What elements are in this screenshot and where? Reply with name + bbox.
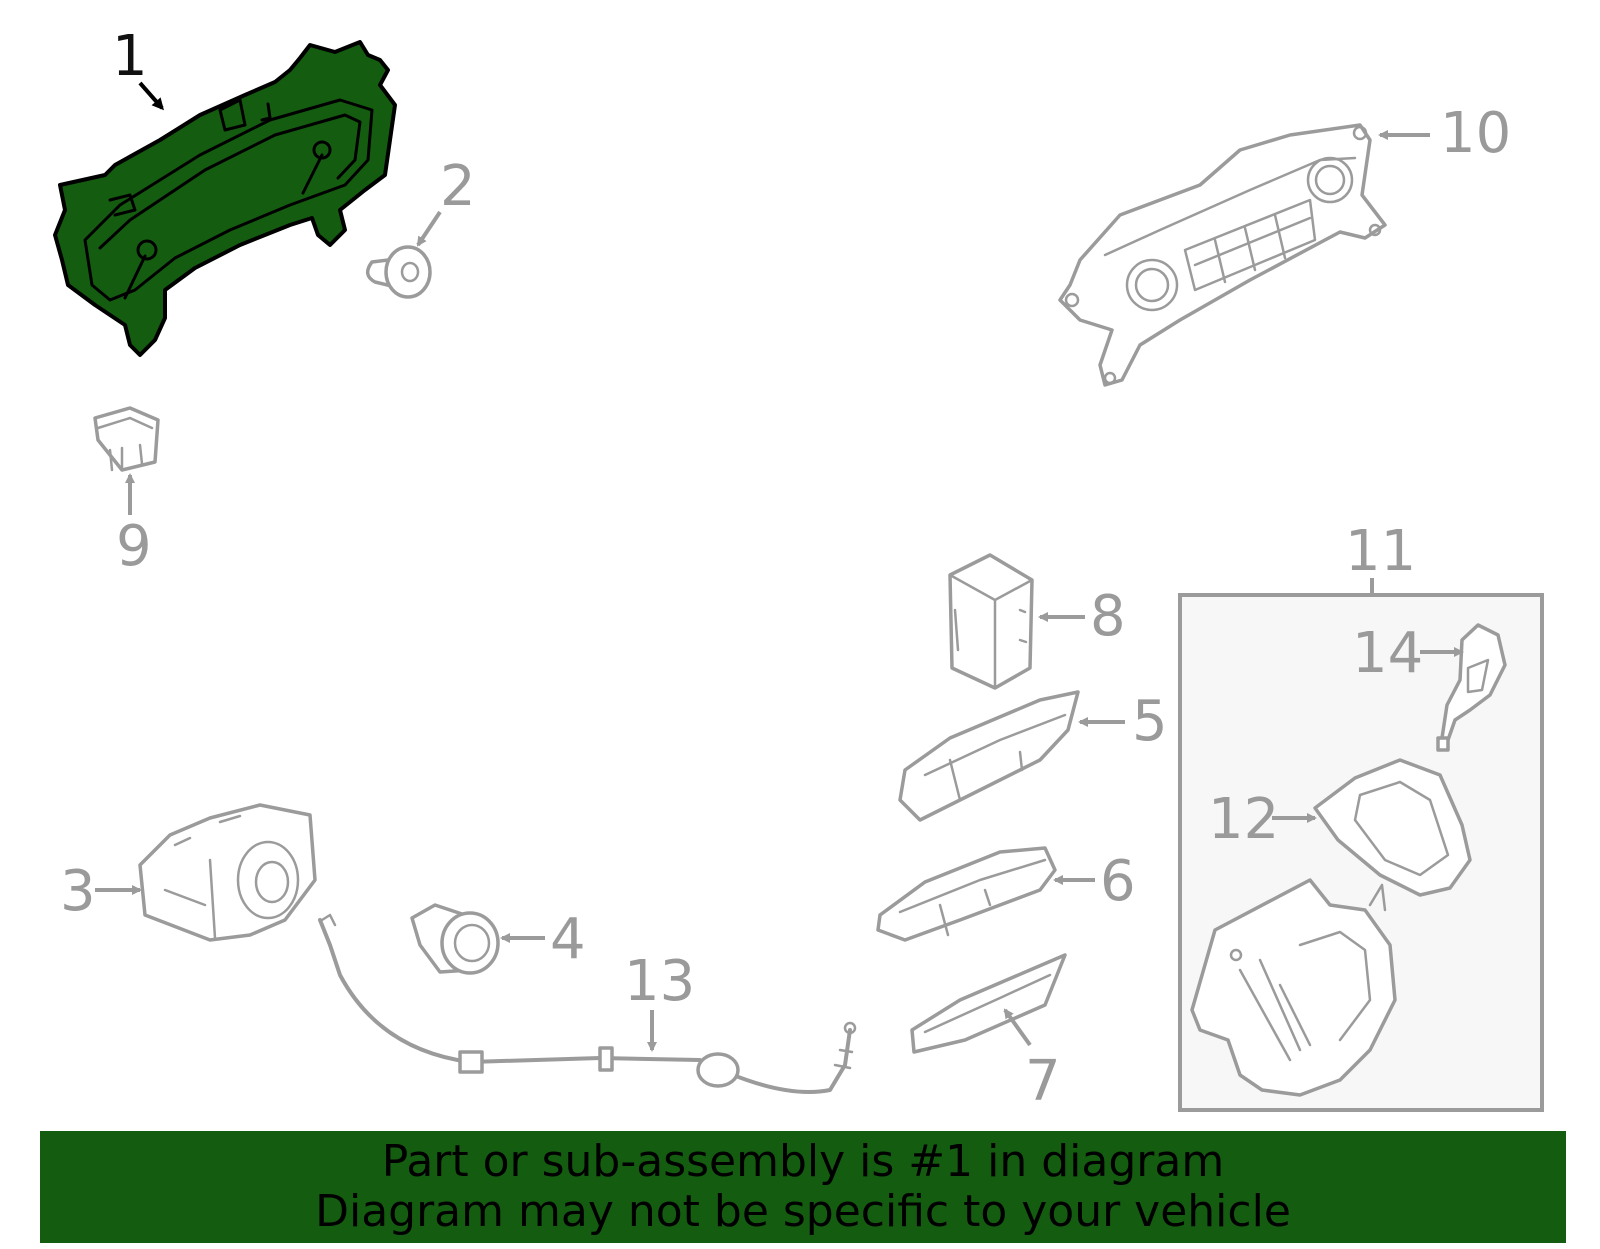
part-4-socket[interactable]	[410, 903, 500, 975]
banner-line-1: Part or sub-assembly is #1 in diagram	[381, 1136, 1225, 1187]
callout-11: 11	[1345, 519, 1416, 584]
part-8-module[interactable]	[948, 553, 1034, 690]
callout-4: 4	[550, 907, 586, 972]
callout-3: 3	[60, 859, 96, 924]
part-13-cable[interactable]	[318, 913, 857, 1094]
part-12-bezel[interactable]	[1313, 758, 1472, 897]
part-3-unit[interactable]	[138, 803, 317, 942]
leader-7	[1003, 1008, 1032, 1047]
leader-1	[138, 81, 164, 111]
part-5-switch-panel[interactable]	[898, 690, 1080, 822]
callout-13: 13	[624, 949, 695, 1014]
shifter-base[interactable]	[1190, 878, 1397, 1097]
callout-7: 7	[1025, 1049, 1061, 1114]
part-14-shift-knob[interactable]	[1436, 623, 1507, 752]
callout-5: 5	[1132, 689, 1168, 754]
leader-2	[416, 210, 442, 247]
part-1-instrument-cluster[interactable]	[53, 40, 397, 357]
part-2-clip[interactable]	[365, 245, 432, 299]
part-7-trim-strip[interactable]	[910, 953, 1067, 1054]
callout-12: 12	[1208, 787, 1279, 852]
callout-6: 6	[1100, 849, 1136, 914]
callout-8: 8	[1090, 584, 1126, 649]
banner-line-2: Diagram may not be specific to your vehi…	[315, 1186, 1291, 1237]
part-9-switch[interactable]	[93, 406, 160, 472]
callout-1: 1	[112, 24, 148, 89]
info-banner: Part or sub-assembly is #1 in diagram Di…	[40, 1131, 1566, 1243]
callout-9: 9	[116, 514, 152, 579]
part-6-switch-panel[interactable]	[876, 846, 1057, 942]
part-10-climate-control[interactable]	[1058, 123, 1387, 387]
callout-2: 2	[440, 154, 476, 219]
callout-10: 10	[1440, 101, 1511, 166]
inset-11-shifter-assembly[interactable]	[1178, 593, 1544, 1112]
callout-14: 14	[1352, 621, 1423, 686]
